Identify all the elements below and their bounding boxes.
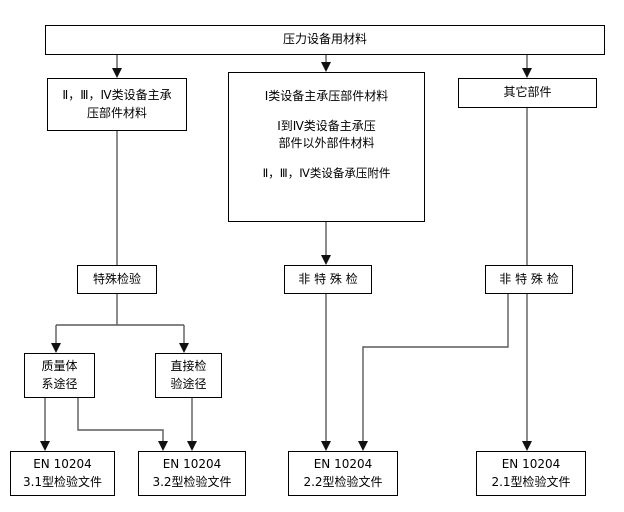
- connector-root-to-cat234: [112, 55, 122, 78]
- connector-special-split: [51, 294, 189, 353]
- node-en10204-2-1[interactable]: EN 10204 2.1型检验文件: [476, 451, 586, 496]
- connector-cat1-to-nonspecial-center: [321, 222, 331, 265]
- connector-root-to-other: [522, 55, 532, 78]
- node-label-line-1: 直接检: [170, 359, 207, 374]
- node-label-line-1: EN 10204: [162, 457, 222, 472]
- node-label-line-4: Ⅱ，Ⅲ，Ⅳ类设备承压附件: [262, 165, 391, 180]
- node-label-line-3: 部件以外部件材料: [278, 136, 375, 151]
- node-label-line-2: 验途径: [170, 376, 207, 391]
- node-title-materials[interactable]: 压力设备用材料: [45, 25, 605, 55]
- node-en10204-2-2[interactable]: EN 10204 2.2型检验文件: [288, 451, 398, 496]
- node-en10204-3-1[interactable]: EN 10204 3.1型检验文件: [10, 451, 115, 496]
- node-direct-inspection-route[interactable]: 直接检 验途径: [155, 353, 222, 398]
- node-non-special-inspection-center[interactable]: 非 特 殊 检: [284, 265, 372, 294]
- connector-quality-route-to-en10204-3-2: [77, 398, 168, 451]
- node-label-line-2: 2.1型检验文件: [491, 474, 571, 489]
- node-label-line-2: Ⅰ到Ⅳ类设备主承压: [277, 118, 376, 133]
- connector-direct-route-to-en10204-3-2: [187, 398, 197, 451]
- connector-quality-route-to-en10204-3-1: [40, 398, 50, 451]
- node-label-line-1: EN 10204: [33, 457, 92, 472]
- node-non-special-inspection-right[interactable]: 非 特 殊 检: [485, 265, 573, 294]
- node-special-inspection[interactable]: 特殊检验: [77, 265, 157, 294]
- connector-root-to-cat1: [321, 55, 331, 72]
- node-label: 压力设备用材料: [282, 32, 367, 47]
- node-cat-1-main[interactable]: Ⅰ类设备主承压部件材料 Ⅰ到Ⅳ类设备主承压 部件以外部件材料 Ⅱ，Ⅲ，Ⅳ类设备承…: [228, 72, 425, 222]
- node-label: 特殊检验: [92, 271, 141, 286]
- node-other-parts[interactable]: 其它部件: [458, 78, 597, 108]
- node-label: 其它部件: [503, 85, 552, 100]
- node-en10204-3-2[interactable]: EN 10204 3.2型检验文件: [138, 451, 246, 496]
- node-label-line-1: EN 10204: [501, 457, 561, 472]
- node-cat-2-3-4-main[interactable]: Ⅱ，Ⅲ，Ⅳ类设备主承 压部件材料: [47, 78, 187, 131]
- node-label-line-1: EN 10204: [313, 457, 373, 472]
- node-label-line-2: 3.2型检验文件: [152, 474, 232, 489]
- node-label-line-2: 2.2型检验文件: [303, 474, 383, 489]
- node-quality-system-route[interactable]: 质量体 系途径: [24, 353, 95, 398]
- node-label-line-1: Ⅰ类设备主承压部件材料: [264, 89, 389, 103]
- node-label-line-2: 3.1型检验文件: [22, 474, 103, 489]
- node-label-line-1: Ⅱ，Ⅲ，Ⅳ类设备主承: [62, 88, 172, 103]
- node-label-line-2: 系途径: [41, 376, 78, 391]
- node-label-line-2: 压部件材料: [86, 105, 147, 120]
- node-label-line-1: 质量体: [41, 359, 78, 374]
- connector-nonspecial-center-to-en10204-2-2: [321, 294, 331, 451]
- node-label: 非 特 殊 检: [298, 271, 358, 286]
- connector-nonspecial-right-to-en10204-2-2: [358, 294, 509, 451]
- node-label: 非 特 殊 检: [499, 271, 559, 286]
